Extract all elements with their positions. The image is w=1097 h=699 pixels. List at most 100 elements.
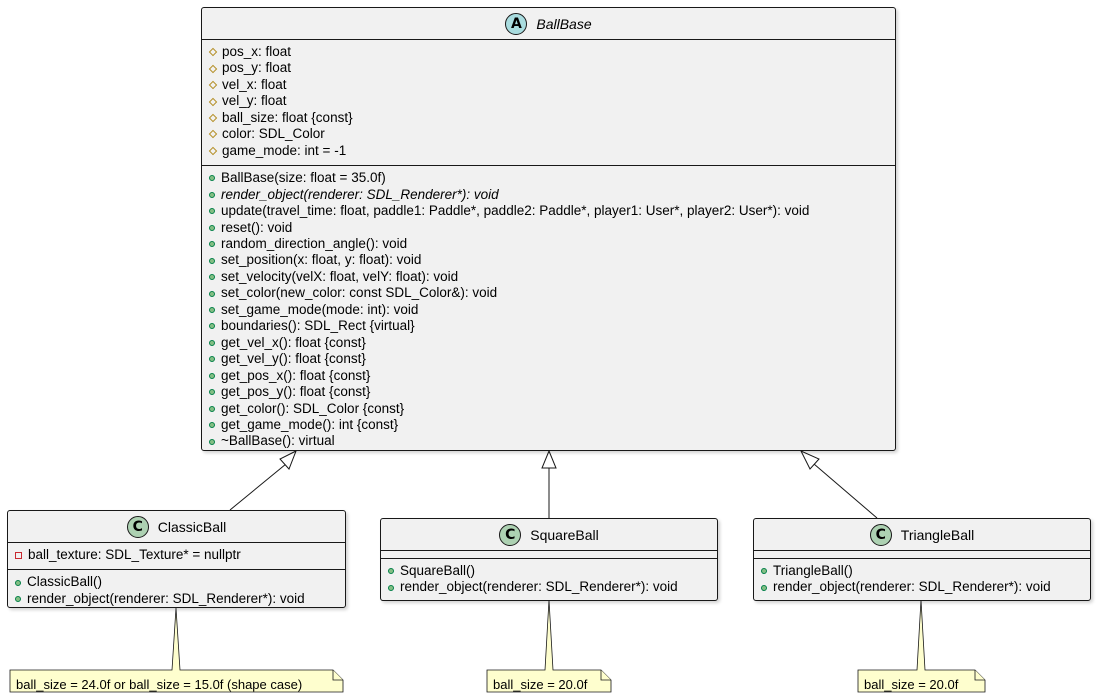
member-text: ball_texture: SDL_Texture* = nullptr [28, 547, 241, 562]
protected-visibility-icon [208, 146, 218, 156]
methods-section: BallBase(size: float = 35.0f)render_obje… [202, 166, 895, 456]
public-visibility-icon [209, 290, 215, 297]
member-text: get_color(): SDL_Color {const} [221, 400, 405, 416]
class-icon: C [126, 515, 149, 538]
member-text: BallBase(size: float = 35.0f) [221, 170, 386, 186]
public-visibility-icon [209, 307, 215, 314]
member-text: pos_y: float [222, 60, 292, 76]
class-member: render_object(renderer: SDL_Renderer*): … [209, 187, 895, 203]
methods-section: ClassicBall()render_object(renderer: SDL… [8, 570, 345, 613]
class-triangleball[interactable]: C TriangleBall TriangleBall()render_obje… [753, 518, 1091, 601]
public-visibility-icon [761, 568, 767, 575]
member-text: get_vel_x(): float {const} [221, 334, 366, 350]
class-name: ClassicBall [157, 518, 227, 535]
public-visibility-icon [209, 323, 215, 330]
inheritance-arrowhead-classicball [279, 449, 297, 470]
note-triangle-fold [974, 670, 985, 681]
methods-section: SquareBall()render_object(renderer: SDL_… [381, 559, 717, 602]
public-visibility-icon [209, 339, 215, 346]
public-visibility-icon [209, 241, 215, 248]
class-name: TriangleBall [900, 526, 975, 543]
class-member: ~BallBase(): virtual [209, 433, 895, 449]
member-text: render_object(renderer: SDL_Renderer*): … [400, 579, 678, 595]
class-member: get_pos_y(): float {const} [209, 384, 895, 400]
class-header: C ClassicBall [8, 511, 345, 543]
class-member: set_color(new_color: const SDL_Color&): … [209, 285, 895, 301]
public-visibility-icon [209, 274, 215, 281]
class-header: A BallBase [202, 8, 895, 40]
class-member: BallBase(size: float = 35.0f) [209, 170, 895, 186]
member-text: boundaries(): SDL_Rect {virtual} [221, 318, 415, 334]
note-classicball: ball_size = 24.0f or ball_size = 15.0f (… [16, 677, 303, 692]
class-member: ClassicBall() [15, 574, 345, 590]
class-member: boundaries(): SDL_Rect {virtual} [209, 318, 895, 334]
class-member: random_direction_angle(): void [209, 236, 895, 252]
class-classicball[interactable]: C ClassicBall ball_texture: SDL_Texture*… [7, 510, 346, 608]
protected-visibility-icon [208, 113, 218, 123]
public-visibility-icon [209, 389, 215, 396]
member-text: render_object(renderer: SDL_Renderer*): … [221, 186, 499, 202]
member-text: set_game_mode(mode: int): void [221, 301, 419, 317]
member-text: TriangleBall() [773, 563, 853, 578]
class-member: reset(): void [209, 220, 895, 236]
attributes-section: ball_texture: SDL_Texture* = nullptr [8, 543, 345, 571]
member-text: color: SDL_Color [222, 126, 325, 142]
inheritance-arrowhead-triangleball [799, 449, 820, 470]
note-classic-fold [332, 670, 343, 681]
protected-visibility-icon [208, 64, 218, 73]
inheritance-line-classicball [229, 463, 287, 511]
note-triangleball: ball_size = 20.0f [864, 677, 959, 692]
class-member: pos_x: float [208, 44, 895, 60]
member-text: update(travel_time: float, paddle1: Padd… [221, 203, 810, 219]
member-text: vel_y: float [222, 93, 287, 109]
public-visibility-icon [209, 405, 215, 412]
class-squareball[interactable]: C SquareBall SquareBall()render_object(r… [380, 518, 718, 601]
member-text: reset(): void [221, 219, 293, 235]
member-text: set_position(x: float, y: float): void [221, 252, 422, 268]
methods-section: TriangleBall()render_object(renderer: SD… [754, 559, 1090, 602]
public-visibility-icon [209, 422, 215, 429]
class-member: SquareBall() [388, 563, 717, 579]
public-visibility-icon [209, 224, 215, 231]
class-member: pos_y: float [208, 60, 895, 76]
class-member: get_vel_y(): float {const} [209, 351, 895, 367]
class-member: render_object(renderer: SDL_Renderer*): … [388, 579, 717, 595]
public-visibility-icon [209, 356, 215, 363]
class-member: update(travel_time: float, paddle1: Padd… [209, 203, 895, 219]
class-icon: C [499, 523, 522, 546]
protected-visibility-icon [208, 47, 218, 57]
class-member: set_game_mode(mode: int): void [209, 302, 895, 318]
member-text: pos_x: float [222, 44, 292, 59]
class-name: BallBase [536, 15, 592, 32]
public-visibility-icon [209, 257, 215, 264]
class-member: get_game_mode(): int {const} [209, 417, 895, 433]
member-text: set_velocity(velX: float, velY: float): … [221, 268, 459, 284]
public-visibility-icon [209, 372, 215, 379]
class-member: ball_texture: SDL_Texture* = nullptr [15, 547, 345, 563]
class-header: C SquareBall [381, 519, 717, 551]
class-member: set_position(x: float, y: float): void [209, 252, 895, 268]
member-text: SquareBall() [400, 563, 476, 578]
class-header: C TriangleBall [754, 519, 1090, 551]
note-square-fold [600, 670, 611, 681]
attributes-section [754, 551, 1090, 559]
class-member: vel_y: float [208, 93, 895, 109]
abstract-class-icon: A [505, 12, 528, 35]
public-visibility-icon [209, 438, 215, 445]
class-member: render_object(renderer: SDL_Renderer*): … [15, 591, 345, 607]
protected-visibility-icon [208, 130, 218, 139]
member-text: ~BallBase(): virtual [221, 433, 335, 449]
public-visibility-icon [761, 584, 767, 591]
member-text: get_pos_y(): float {const} [221, 384, 371, 400]
class-member: render_object(renderer: SDL_Renderer*): … [761, 579, 1090, 595]
member-text: ball_size: float {const} [222, 109, 353, 125]
public-visibility-icon [15, 579, 21, 586]
class-member: color: SDL_Color [208, 126, 895, 142]
attributes-section [381, 551, 717, 559]
member-text: get_game_mode(): int {const} [221, 416, 399, 432]
member-text: get_pos_x(): float {const} [221, 367, 371, 383]
class-member: get_color(): SDL_Color {const} [209, 401, 895, 417]
